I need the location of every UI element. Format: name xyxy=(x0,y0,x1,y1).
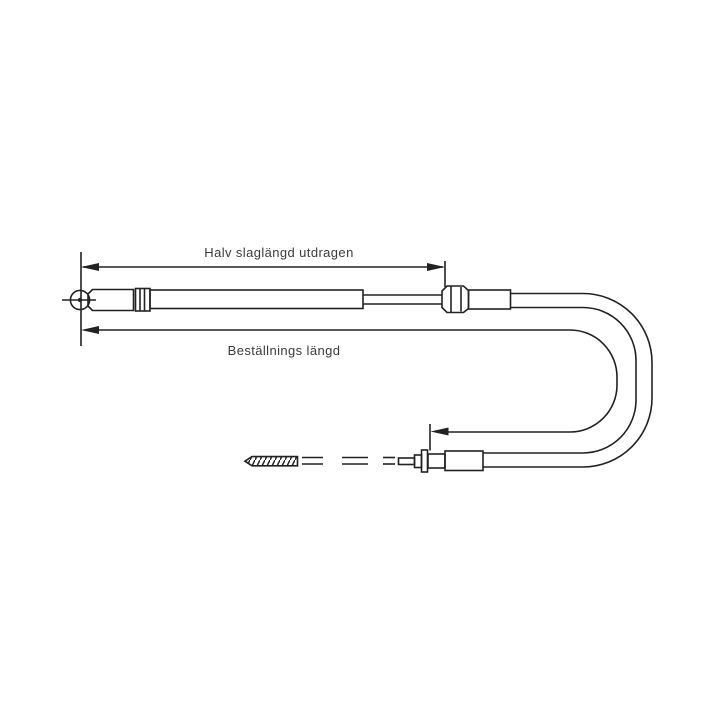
arrowhead-right-icon xyxy=(427,263,445,271)
arrowhead-left-icon xyxy=(81,326,99,334)
lower-end-fitting xyxy=(397,449,484,473)
order-length-dimension xyxy=(81,326,618,451)
cable-outer-edge xyxy=(483,292,653,468)
cable-inner-edge xyxy=(483,306,637,454)
outer-jacket-tube xyxy=(149,289,364,310)
dimension-path xyxy=(99,329,618,433)
arrowhead-lower-icon xyxy=(430,427,449,436)
fitting-housing xyxy=(444,450,484,472)
fitting-body xyxy=(87,288,135,312)
inner-rod xyxy=(363,294,442,305)
cable-sleeve xyxy=(467,289,512,310)
cable-bend xyxy=(483,292,653,468)
pivot-dot xyxy=(77,297,83,303)
fitting-collar xyxy=(413,454,423,469)
break-lines xyxy=(302,456,395,465)
half-stroke-label: Halv slaglängd utdragen xyxy=(204,245,354,260)
threaded-rod xyxy=(243,455,299,467)
eye-end-fitting xyxy=(62,287,151,312)
fitting-flange xyxy=(420,449,429,473)
adjuster-nut xyxy=(441,285,470,314)
arrowhead-left-icon xyxy=(81,263,99,271)
fitting-cylinder xyxy=(427,453,446,469)
ferrule xyxy=(134,287,151,312)
eye-ball xyxy=(69,289,91,311)
fitting-stem xyxy=(397,457,416,466)
threaded-rod-end xyxy=(243,455,299,467)
order-length-label: Beställnings längd xyxy=(227,343,341,358)
